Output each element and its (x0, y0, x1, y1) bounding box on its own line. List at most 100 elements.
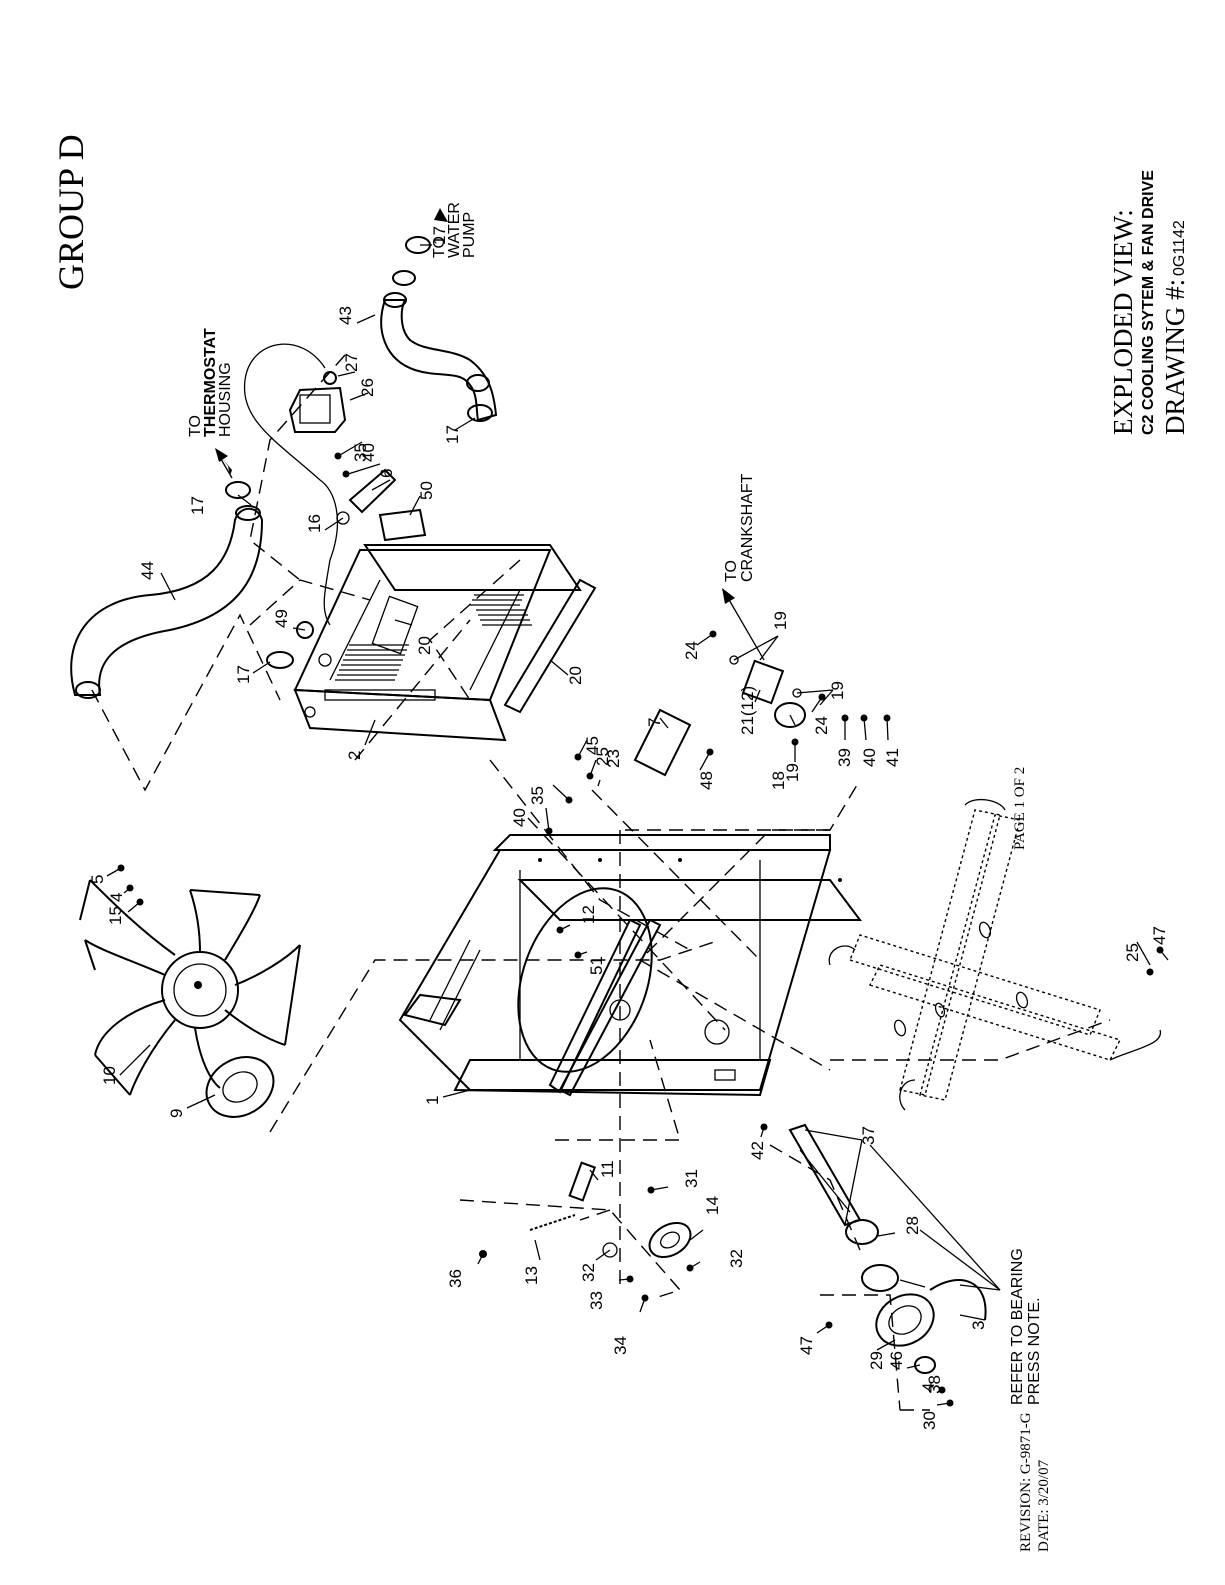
part-label: 17 (234, 665, 253, 684)
cover-plate (633, 708, 692, 777)
part-label: 5 (88, 875, 107, 884)
fan-spacer (205, 1056, 275, 1118)
part-label: 19 (783, 763, 802, 782)
callout-text: TO (431, 236, 448, 258)
part-label: 10 (100, 1066, 119, 1085)
part-label: 25 (1123, 943, 1142, 962)
overflow-bottle (288, 371, 347, 433)
hardware (117, 452, 1164, 1407)
part-label: 28 (903, 1216, 922, 1235)
part-label: 35 (351, 443, 370, 462)
part-label: 33 (587, 1291, 606, 1310)
part-label: 26 (358, 378, 377, 397)
part-label: 40 (359, 443, 378, 462)
part-label: 47 (1150, 926, 1169, 945)
part-label: 48 (697, 771, 716, 790)
part-label: 32 (727, 1249, 746, 1268)
part-label: 49 (272, 609, 291, 628)
arrow-head-icon (722, 588, 735, 604)
part-label: 39 (835, 748, 854, 767)
part-label: 35 (528, 786, 547, 805)
part-label: 19 (828, 681, 847, 700)
arrow-head-icon (434, 208, 448, 222)
part-label: 40 (510, 808, 529, 827)
part-label: 38 (925, 1375, 944, 1394)
callout-water-pump: TO WATER PUMP (431, 202, 478, 258)
callout-text: THERMOSTAT (202, 328, 219, 437)
part-label: 18 (769, 771, 788, 790)
part-label: 44 (138, 561, 157, 580)
callout-text: CRANKSHAFT (739, 473, 756, 582)
overflow-hose (243, 343, 338, 626)
part-label: 4 (919, 1383, 938, 1392)
drawing-subtitle: C2 COOLING SYTEM & FAN DRIVE (1140, 170, 1157, 435)
part-label: 42 (748, 1141, 767, 1160)
part-label: 21(12) (738, 686, 757, 735)
part-label: 25 (593, 747, 612, 766)
callout-text: TO (723, 560, 740, 582)
part-label: 37 (859, 1126, 878, 1145)
part-label: 4 (107, 893, 126, 902)
part-label: 1 (423, 1096, 442, 1105)
part-label: 24 (682, 641, 701, 660)
part-label: 47 (797, 1336, 816, 1355)
shroud-frame (398, 834, 862, 1097)
part-label: 31 (682, 1169, 701, 1188)
part-label: 40 (860, 748, 879, 767)
part-label: 24 (812, 716, 831, 735)
part-label: 50 (417, 481, 436, 500)
callout-crankshaft: TO CRANKSHAFT (722, 473, 765, 661)
bearing-press-note: REFER TO BEARING PRESS NOTE. (1009, 1248, 1043, 1405)
part-label: 6 (377, 469, 396, 478)
part-label: 32 (579, 1263, 598, 1282)
drawing-title: EXPLODED VIEW: (1108, 209, 1138, 435)
arrow-icon (222, 458, 232, 476)
drawing-number: 0G1142 (1171, 220, 1188, 276)
part-label: 43 (336, 306, 355, 325)
part-label: 30 (920, 1411, 939, 1430)
drive-shaft (788, 1123, 862, 1227)
bearing-note-line-1: REFER TO BEARING (1009, 1248, 1026, 1405)
brackets (296, 468, 427, 639)
assembly-guide-lines (91, 354, 1111, 1411)
callout-thermostat-housing: TO THERMOSTAT HOUSING (187, 328, 234, 479)
group-title: GROUP D (51, 134, 91, 290)
chassis-rails (828, 798, 1161, 1111)
callout-text: WATER (446, 202, 463, 258)
part-label: 51 (587, 956, 606, 975)
part-label: 17 (188, 496, 207, 515)
part-label: 20 (415, 636, 434, 655)
part-label: 23 (604, 749, 623, 768)
part-label: 36 (446, 1269, 465, 1288)
radiator-core (335, 594, 532, 681)
arrow-head-icon (215, 448, 228, 462)
part-label: 2 (345, 751, 364, 760)
date-label: DATE: 3/20/07 (1036, 1459, 1052, 1552)
part-label: 14 (703, 1196, 722, 1215)
part-label: 17 (443, 425, 462, 444)
part-label: 34 (611, 1336, 630, 1355)
bearing-note-line-2: PRESS NOTE. (1026, 1297, 1043, 1405)
part-label: 17 (430, 226, 449, 245)
radiator-assembly (293, 544, 597, 742)
part-label: 15 (106, 906, 125, 925)
part-label: 9 (167, 1109, 186, 1118)
upper-radiator-hose (70, 505, 264, 699)
part-label: 20 (566, 666, 585, 685)
pulley-assembly (845, 1219, 987, 1374)
hose-clamps (225, 236, 493, 669)
part-label: 29 (867, 1351, 886, 1370)
callout-text: TO (187, 415, 204, 437)
part-label: 19 (771, 611, 790, 630)
title-block: EXPLODED VIEW: C2 COOLING SYTEM & FAN DR… (1108, 170, 1190, 435)
part-numbers: 1 2 3 4 4 5 6 7 9 10 11 12 13 14 15 16 1… (88, 226, 1169, 1430)
part-label: 16 (305, 514, 324, 533)
part-label: 27 (342, 353, 361, 372)
revision-label: REVISION: G-9871-G (1018, 1412, 1034, 1552)
part-label: 3 (969, 1321, 988, 1330)
part-label: 46 (887, 1351, 906, 1370)
cooling-fan (79, 879, 301, 1096)
part-label: 11 (598, 1160, 617, 1178)
part-label: 41 (883, 748, 902, 767)
